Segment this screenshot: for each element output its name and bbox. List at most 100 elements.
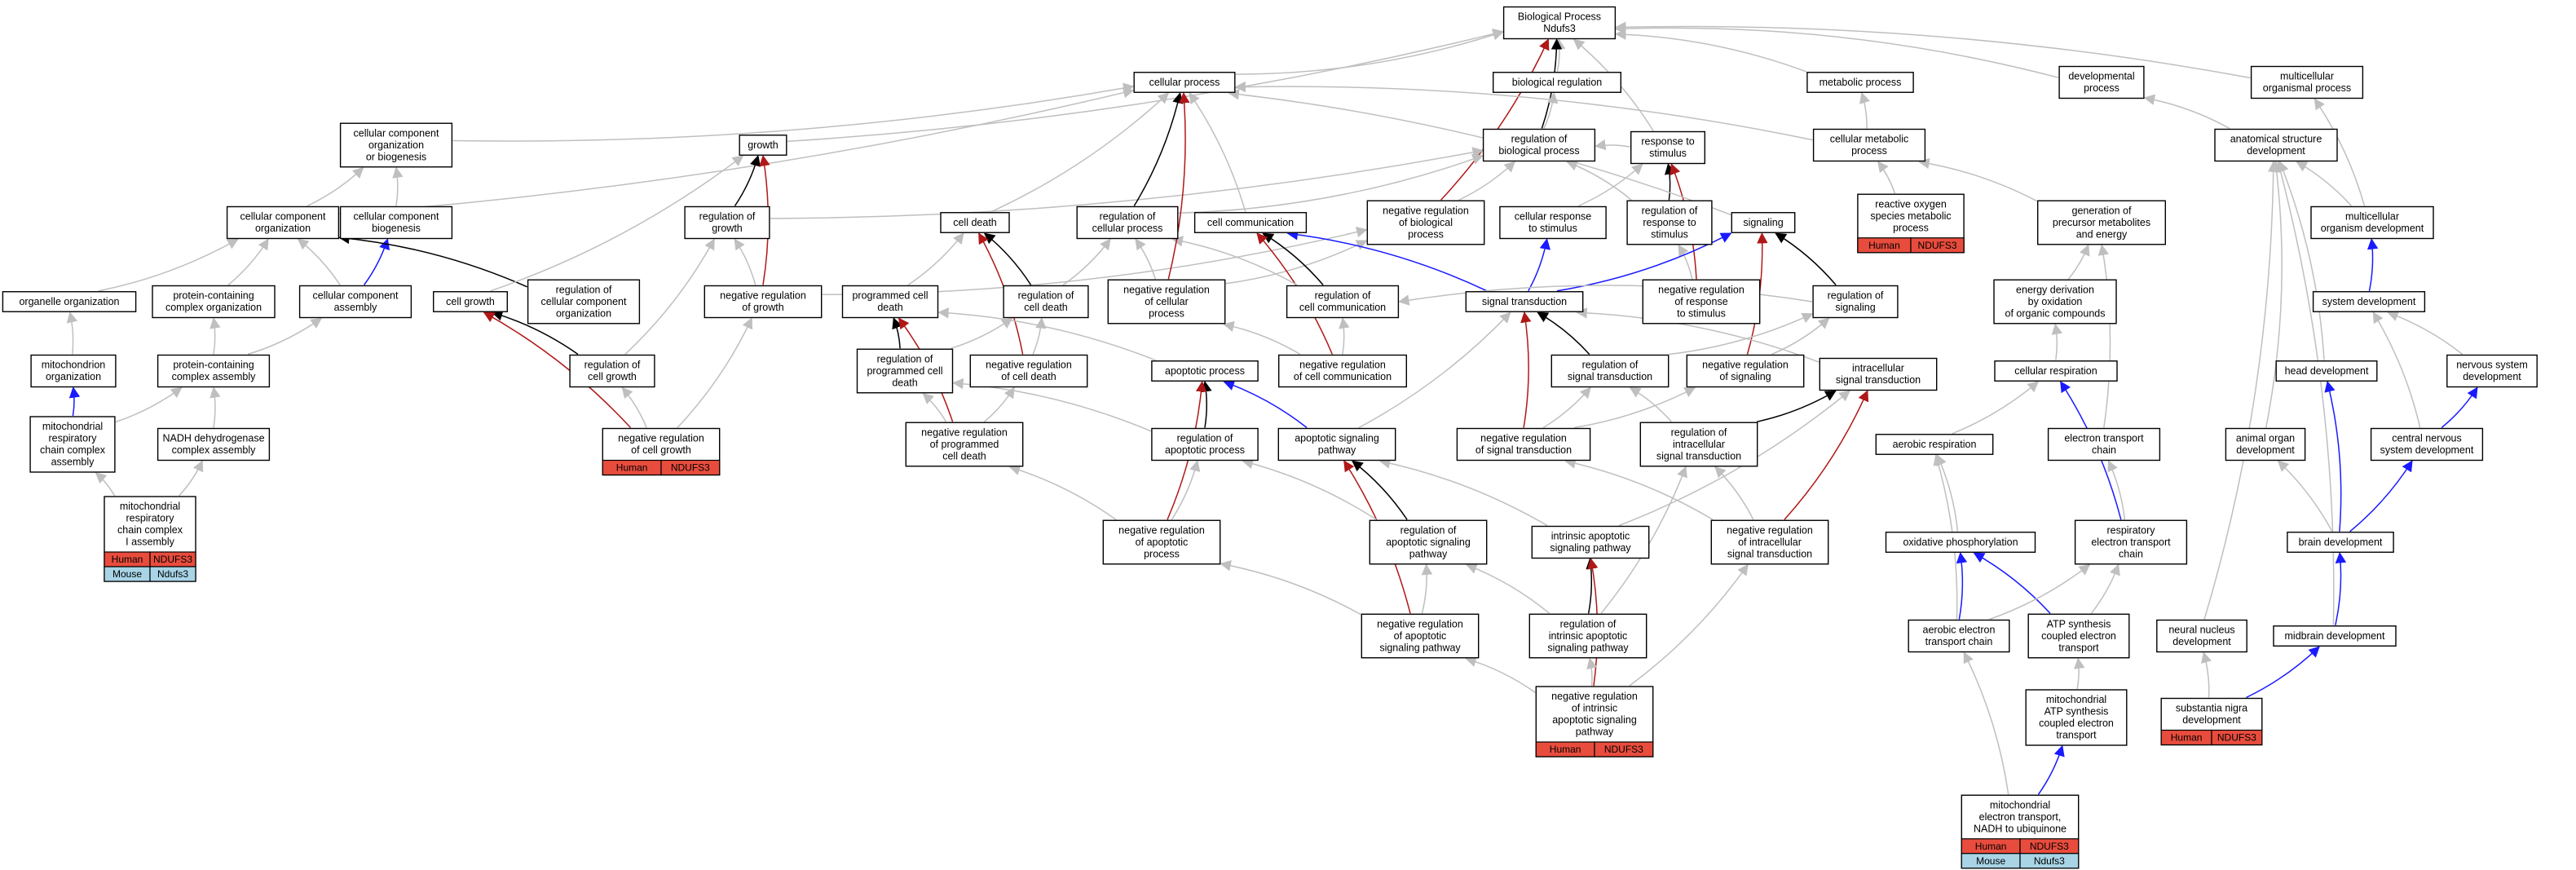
go-term-node-md[interactable]: midbrain development [2273, 625, 2397, 647]
go-term-node-cp[interactable]: cellular process [1133, 72, 1236, 93]
go-term-node-cd[interactable]: cell death [940, 212, 1010, 233]
go-term-node-oo[interactable]: organelle organization [2, 291, 137, 312]
node-label-line: respiratory [126, 513, 174, 524]
node-box [1102, 519, 1221, 565]
go-term-node-growth[interactable]: growth [739, 135, 787, 156]
go-term-node-sd[interactable]: system development [2312, 291, 2426, 312]
go-term-node-cr[interactable]: cellular respiration [1994, 360, 2118, 382]
go-term-node-metp[interactable]: metabolic process [1806, 72, 1914, 93]
go-term-node-cc[interactable]: cell communication [1193, 212, 1308, 233]
node-label-line: to stimulus [1677, 307, 1726, 319]
human-annotation-gene-symbol: NDUFS3 [1918, 240, 1957, 251]
go-term-node-hd[interactable]: head development [2275, 360, 2378, 382]
go-term-node-sig[interactable]: signaling [1731, 212, 1796, 233]
go-term-node-op[interactable]: oxidative phosphorylation [1885, 532, 2036, 553]
go-term-node-ar[interactable]: aerobic respiration [1875, 434, 1994, 455]
edge-sn-to-md [2246, 646, 2320, 699]
go-term-node-cg[interactable]: cell growth [433, 291, 509, 312]
go-term-node-breg[interactable]: biological regulation [1492, 72, 1621, 93]
go-term-node-bd[interactable]: brain development [2287, 532, 2394, 553]
go-term-node-st[interactable]: signal transduction [1465, 291, 1584, 312]
edge-cco-to-cp [339, 87, 1135, 214]
edge-rcc-to-cc [1262, 232, 1324, 285]
node-box [2036, 200, 2166, 245]
go-term-node-ap[interactable]: apoptotic process [1151, 360, 1259, 382]
edge-rcco-to-cco [338, 232, 527, 288]
edge-nriasp-to-nrasp [1465, 656, 1536, 693]
node-label-line: process [1408, 228, 1444, 240]
node-label-line: mitochondrial [42, 421, 103, 432]
edge-nrist-to-ist [1784, 390, 1869, 520]
node-label-line: death [877, 302, 902, 313]
node-box [1812, 285, 1899, 319]
node-label-line: coupled electron [2041, 630, 2116, 642]
